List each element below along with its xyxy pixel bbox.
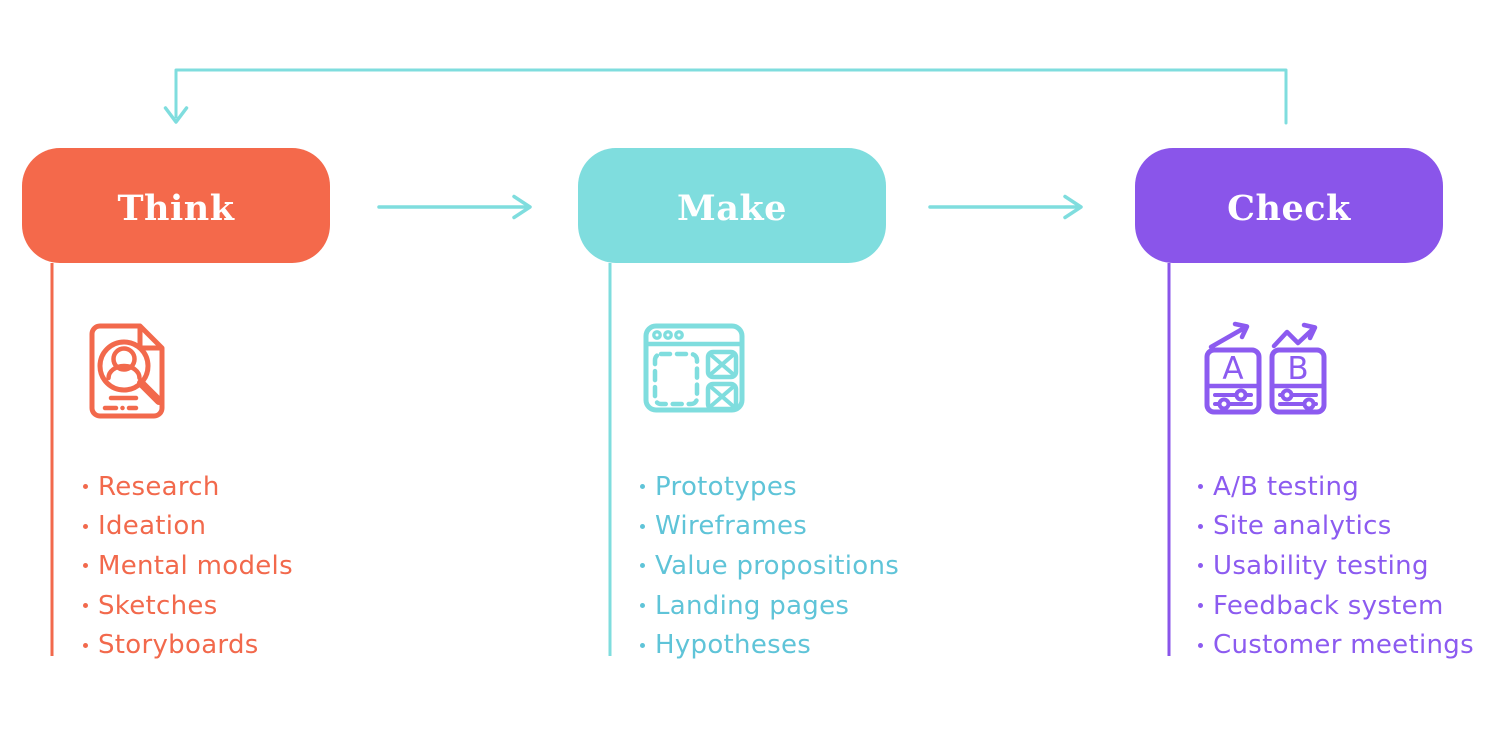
list-item: Wireframes	[640, 507, 899, 547]
user-research-document-magnifier-icon	[84, 314, 180, 428]
list-item: Storyboards	[83, 625, 293, 665]
list-item: A/B testing	[1198, 467, 1474, 507]
list-item: Feedback system	[1198, 586, 1474, 626]
bullet-dot	[640, 523, 645, 529]
bullet-dot	[640, 484, 645, 490]
bullet-dot	[83, 523, 88, 529]
list-item: Value propositions	[640, 546, 899, 586]
list-item: Mental models	[83, 546, 293, 586]
bullet-dot	[1198, 603, 1203, 609]
bullet-dot	[1198, 642, 1203, 648]
stage-title-make: Make	[677, 188, 787, 229]
card-a-letter: A	[1222, 351, 1243, 387]
stage-list-make: Prototypes Wireframes Value propositions…	[640, 467, 899, 665]
stage-box-check: Check	[1135, 148, 1443, 263]
card-b-letter: B	[1287, 351, 1308, 387]
list-item: Hypotheses	[640, 625, 899, 665]
stage-title-think: Think	[117, 188, 235, 229]
ab-test-cards-icon: A B	[1202, 318, 1330, 422]
bullet-dot	[83, 603, 88, 609]
bullet-dot	[1198, 484, 1203, 490]
list-item: Site analytics	[1198, 507, 1474, 547]
list-item: Customer meetings	[1198, 625, 1474, 665]
stage-box-make: Make	[578, 148, 886, 263]
stage-title-check: Check	[1227, 188, 1351, 229]
list-item: Prototypes	[640, 467, 899, 507]
feedback-loop-arrowhead-icon	[163, 106, 189, 124]
stage-list-check: A/B testing Site analytics Usability tes…	[1198, 467, 1474, 665]
bullet-dot	[640, 563, 645, 569]
list-item: Landing pages	[640, 586, 899, 626]
list-item: Sketches	[83, 586, 293, 626]
bullet-dot	[83, 642, 88, 648]
bullet-dot	[640, 603, 645, 609]
bullet-dot	[1198, 523, 1203, 529]
bullet-dot	[83, 484, 88, 490]
arrow-think-to-make-head-icon	[512, 194, 532, 220]
arrow-make-to-check-head-icon	[1063, 194, 1083, 220]
browser-wireframe-icon	[640, 314, 748, 426]
list-item: Usability testing	[1198, 546, 1474, 586]
bullet-dot	[83, 563, 88, 569]
list-item: Ideation	[83, 507, 293, 547]
feedback-loop-line	[174, 68, 1288, 125]
stage-box-think: Think	[22, 148, 330, 263]
bullet-dot	[640, 642, 645, 648]
bullet-dot	[1198, 563, 1203, 569]
list-item: Research	[83, 467, 293, 507]
stage-list-think: Research Ideation Mental models Sketches…	[83, 467, 293, 665]
